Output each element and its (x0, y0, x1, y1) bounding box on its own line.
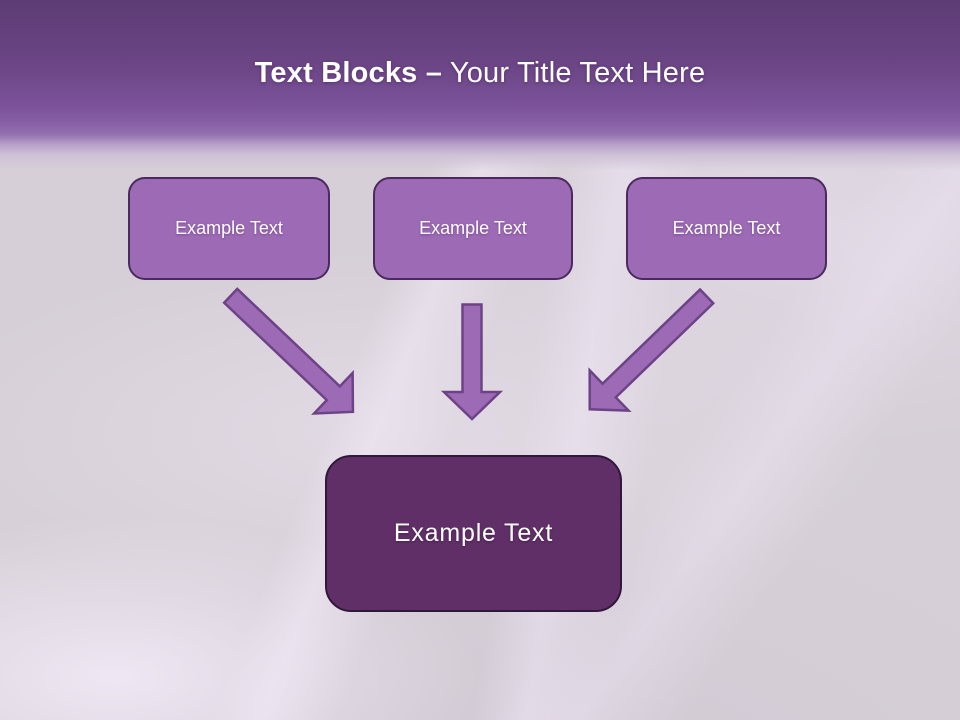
title-regular-segment: Your Title Text Here (442, 57, 706, 89)
slide-title: Text Blocks – Your Title Text Here (0, 52, 960, 94)
result-block-label: Example Text (393, 519, 554, 547)
text-block-2-label: Example Text (419, 218, 527, 238)
text-block-1-label: Example Text (175, 218, 283, 238)
text-block-1: Example Text (128, 177, 330, 280)
text-block-2: Example Text (373, 177, 573, 280)
text-block-3-label: Example Text (672, 218, 781, 238)
header-band (0, 0, 960, 170)
arrow-down-right-icon (222, 287, 355, 415)
text-block-3: Example Text (626, 177, 827, 280)
result-block: Example Text (325, 455, 622, 612)
arrow-down-icon (440, 303, 504, 421)
title-bold-segment: Text Blocks – (254, 57, 443, 89)
arrow-down-left-icon (588, 287, 715, 413)
